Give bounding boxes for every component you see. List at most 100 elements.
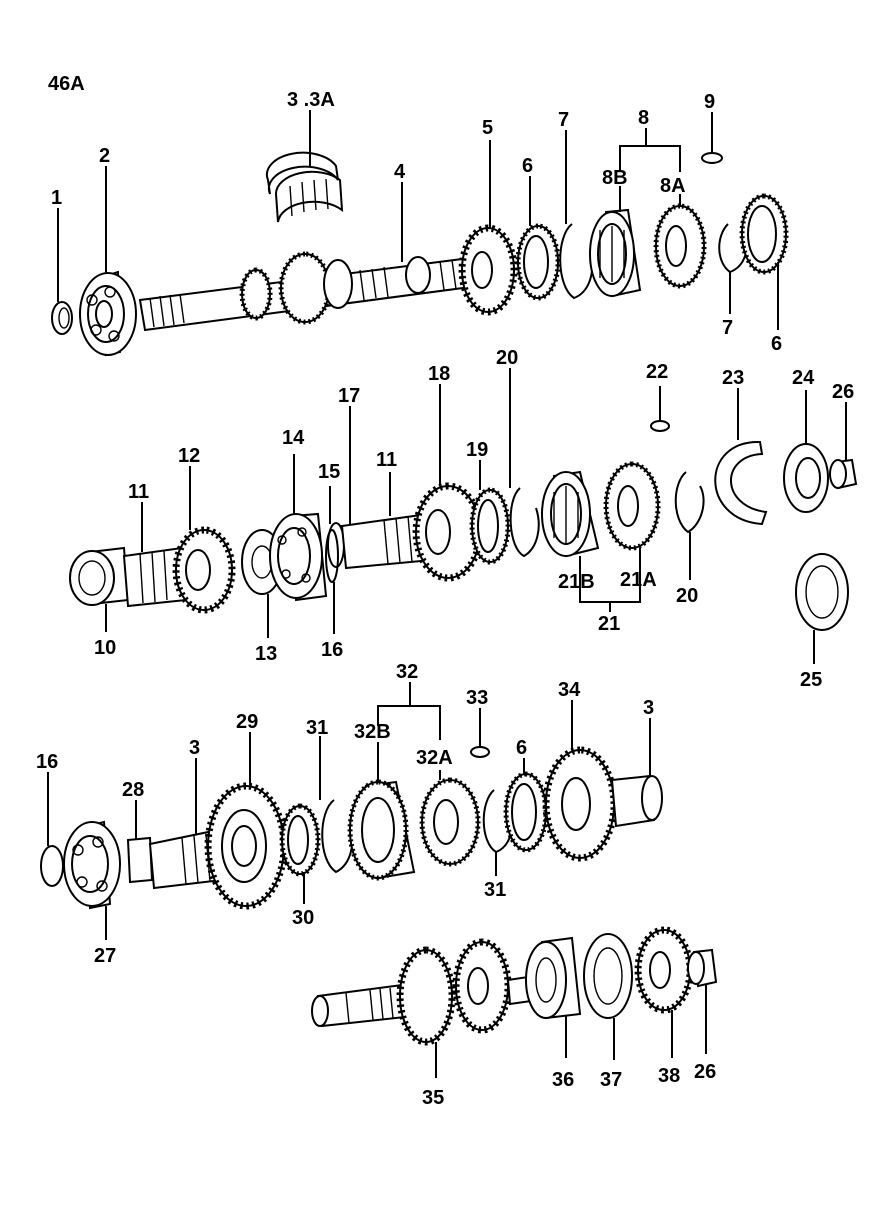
label-7b: 7: [722, 317, 733, 339]
label-21a: 21A: [620, 569, 657, 591]
label-21b: 21B: [558, 571, 595, 593]
bearing-14: [269, 512, 328, 602]
synchro-hub-32: [347, 777, 481, 881]
label-10: 10: [94, 637, 116, 659]
gear-5: [458, 224, 518, 316]
snap-ring-16b: [40, 845, 64, 887]
gear-35: [396, 938, 512, 1046]
bearing-27: [63, 820, 121, 910]
label-8: 8: [638, 107, 649, 129]
bearing-36: [525, 936, 582, 1020]
synchro-ring-30: [279, 803, 321, 877]
needle-bearing-3: [265, 151, 344, 223]
label-16a: 16: [321, 639, 343, 661]
label-18: 18: [428, 363, 450, 385]
label-15: 15: [318, 461, 340, 483]
gear-12: [172, 526, 236, 614]
main-shaft-4: [138, 251, 480, 332]
synchro-hub-21: [541, 461, 661, 558]
label-17: 17: [338, 385, 360, 407]
label-32a: 32A: [416, 747, 453, 769]
label-16b: 16: [36, 751, 58, 773]
synchro-ring-6c: [503, 771, 549, 853]
synchro-ring-6b: [739, 193, 789, 275]
label-35: 35: [422, 1087, 444, 1109]
row-4-reverse-shaft: [311, 926, 718, 1046]
snap-ring-7a: [559, 223, 594, 300]
gear-18: [412, 482, 484, 582]
label-1: 1: [51, 187, 62, 209]
snap-ring-20a: [509, 487, 540, 558]
snap-ring-1: [51, 301, 73, 335]
label-31b: 31: [484, 879, 506, 901]
label-26a: 26: [832, 381, 854, 403]
label-20b: 20: [676, 585, 698, 607]
snap-ring-16: [325, 529, 339, 583]
label-34: 34: [558, 679, 581, 701]
snap-ring-20b: [674, 471, 705, 534]
label-37: 37: [600, 1069, 622, 1091]
figure-id: 46A: [48, 73, 85, 95]
label-36: 36: [552, 1069, 574, 1091]
label-8b: 8B: [602, 167, 628, 189]
label-2: 2: [99, 145, 110, 167]
label-6a: 6: [522, 155, 533, 177]
key-22: [650, 420, 670, 432]
gear-38: [634, 926, 694, 1014]
label-5: 5: [482, 117, 493, 139]
label-31a: 31: [306, 717, 328, 739]
label-11a: 11: [128, 481, 149, 503]
key-9: [701, 152, 723, 164]
label-3c: 3: [643, 697, 654, 719]
bearing-2: [79, 270, 137, 357]
gear-34: [542, 746, 618, 862]
part-labels: 46A 1 2 3 .3A 4 5 6 7 8 8B 8A 9 7 6 10 1…: [36, 73, 854, 1109]
row-1-main-shaft: [51, 151, 789, 357]
label-6b: 6: [771, 333, 782, 355]
label-12: 12: [178, 445, 200, 467]
gear-29: [204, 782, 288, 910]
thrust-washer-24: [783, 443, 829, 513]
label-6c: 6: [516, 737, 527, 759]
label-38: 38: [658, 1065, 680, 1087]
label-32: 32: [396, 661, 418, 683]
label-26b: 26: [694, 1061, 716, 1083]
label-29: 29: [236, 711, 258, 733]
label-19: 19: [466, 439, 488, 461]
label-33: 33: [466, 687, 488, 709]
label-13: 13: [255, 643, 277, 665]
bush-3c: [610, 774, 663, 828]
label-32b: 32B: [354, 721, 391, 743]
label-14: 14: [282, 427, 305, 449]
label-3b: 3: [189, 737, 200, 759]
nut-26a: [829, 458, 858, 490]
label-24: 24: [792, 367, 815, 389]
label-28: 28: [122, 779, 144, 801]
label-20a: 20: [496, 347, 518, 369]
label-21: 21: [598, 613, 620, 635]
half-bearing-23: [714, 440, 768, 526]
bush-10: [69, 546, 130, 606]
row-3-output-shaft: [40, 746, 663, 910]
spacer-28: [126, 836, 154, 884]
nut-26b: [687, 948, 718, 988]
label-22: 22: [646, 361, 668, 383]
label-4: 4: [394, 161, 406, 183]
row-2-counter-shaft: [69, 420, 858, 631]
label-23: 23: [722, 367, 744, 389]
washer-37: [583, 933, 633, 1019]
label-30: 30: [292, 907, 314, 929]
label-27: 27: [94, 945, 116, 967]
synchro-hub-8: [589, 203, 707, 298]
label-3-3a: 3 .3A: [287, 89, 335, 111]
label-25: 25: [800, 669, 822, 691]
leader-lines: [47, 110, 847, 1078]
label-8a: 8A: [660, 175, 686, 197]
label-11b: 11: [376, 449, 397, 471]
washer-25: [795, 553, 849, 631]
label-9: 9: [704, 91, 715, 113]
key-33: [470, 746, 490, 758]
synchro-ring-19: [469, 487, 511, 565]
label-7a: 7: [558, 109, 569, 131]
